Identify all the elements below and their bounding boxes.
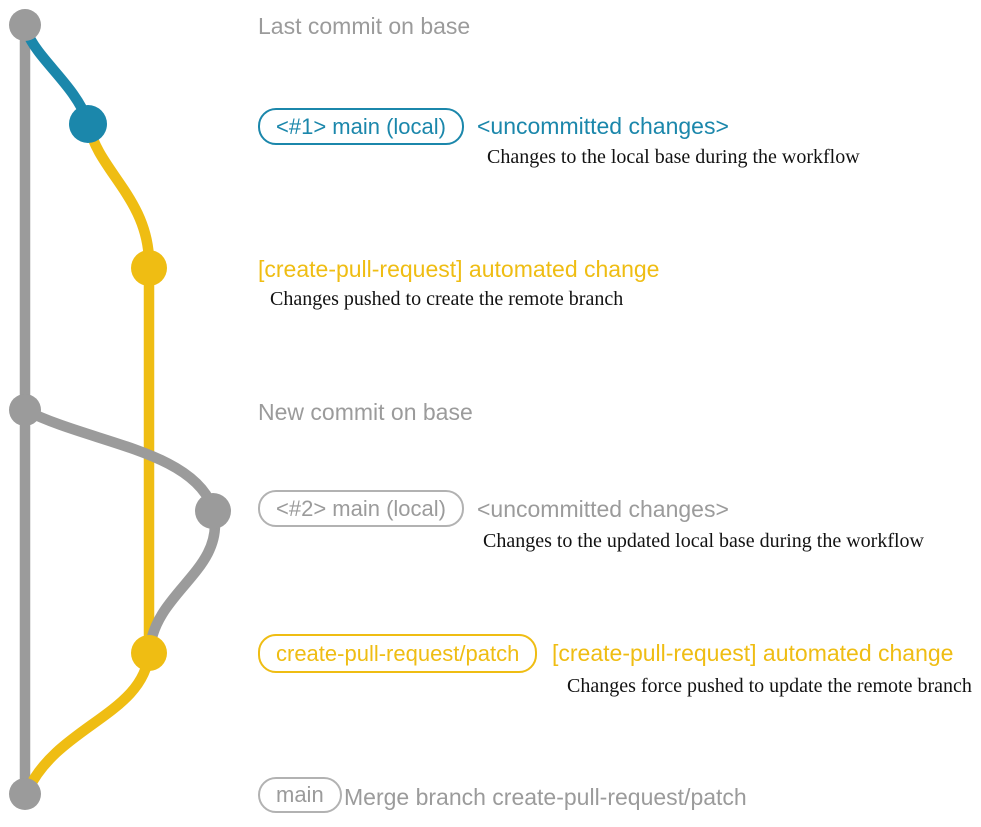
label-automated-change-2: [create-pull-request] automated change — [552, 640, 954, 666]
label-uncommitted-changes-1: <uncommitted changes> — [477, 113, 729, 139]
node-local-commit-1 — [69, 105, 107, 143]
edge-base-to-local-2 — [19, 404, 218, 512]
label-automated-change-1: [create-pull-request] automated change — [258, 256, 660, 282]
label-merge-branch: Merge branch create-pull-request/patch — [344, 784, 747, 810]
note-pushed-to-create-branch: Changes pushed to create the remote bran… — [270, 288, 624, 310]
note-force-pushed-to-update-branch: Changes force pushed to update the remot… — [567, 675, 972, 697]
label-last-commit-on-base: Last commit on base — [258, 13, 471, 39]
node-patch-commit-1 — [131, 250, 167, 286]
node-new-commit-on-base — [9, 394, 41, 426]
node-patch-commit-2 — [131, 635, 167, 671]
node-merge-commit — [9, 778, 41, 810]
branch-badge-main-local-2: <#2> main (local) — [258, 490, 464, 527]
note-updated-local-base-changes: Changes to the updated local base during… — [483, 530, 924, 552]
edge-patch-branch — [22, 120, 155, 796]
branch-badge-create-pull-request-patch: create-pull-request/patch — [258, 634, 538, 673]
branch-badge-main-local-1: <#1> main (local) — [258, 108, 464, 145]
label-new-commit-on-base: New commit on base — [258, 399, 473, 425]
note-local-base-changes-1: Changes to the local base during the wor… — [487, 146, 860, 168]
edge-local-2-to-patch — [144, 508, 221, 654]
label-uncommitted-changes-2: <uncommitted changes> — [477, 496, 729, 522]
branch-badge-main: main — [258, 777, 342, 813]
node-last-commit-on-base — [9, 9, 41, 41]
node-local-commit-2 — [195, 493, 231, 529]
